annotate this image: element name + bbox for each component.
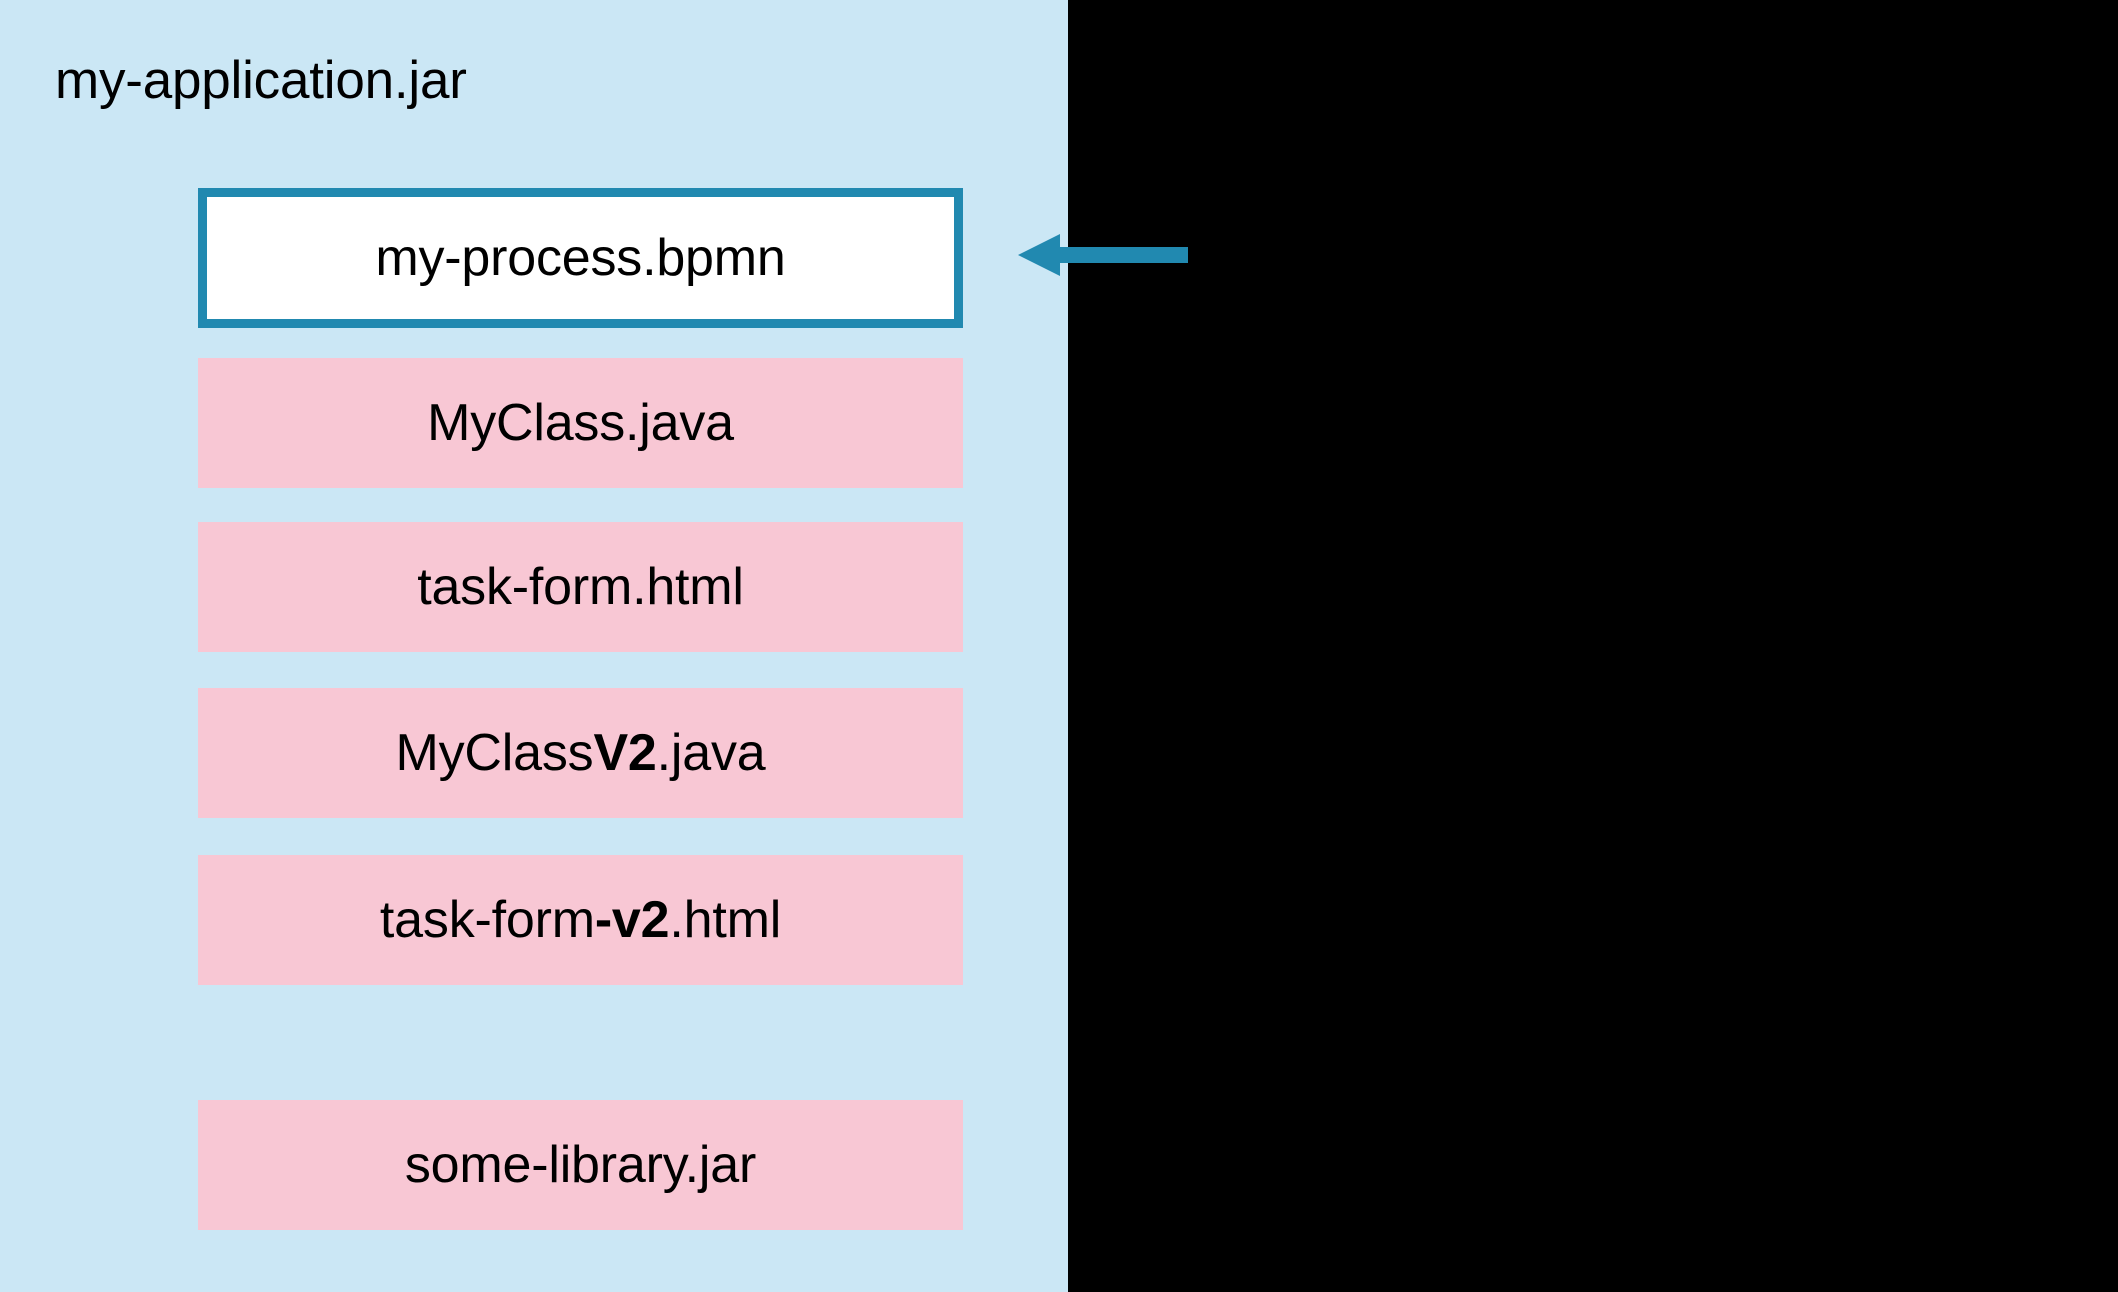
jar-entry-myclassv2-java[interactable]: MyClassV2.java (198, 688, 963, 818)
jar-entry-some-library-jar[interactable]: some-library.jar (198, 1100, 963, 1230)
jar-entry-label-emphasis: V2 (593, 724, 657, 782)
jar-entry-label: some-library.jar (405, 1135, 756, 1195)
jar-entry-task-form-html[interactable]: task-form.html (198, 522, 963, 652)
jar-entry-label-part: .html (669, 891, 782, 949)
jar-entry-my-process-bpmn[interactable]: my-process.bpmn (198, 188, 963, 328)
jar-entry-myclass-java[interactable]: MyClass.java (198, 358, 963, 488)
arrow-left-icon (1018, 234, 1188, 276)
jar-entry-label-part: .java (656, 724, 766, 782)
jar-entry-label-part: my-process.bpmn (375, 229, 786, 287)
jar-entry-label: task-form-v2.html (380, 890, 781, 950)
jar-entry-label: task-form.html (417, 557, 744, 617)
jar-entry-label: MyClassV2.java (395, 723, 765, 783)
jar-entry-label-emphasis: -v2 (594, 891, 670, 949)
jar-archive-title: my-application.jar (55, 51, 467, 110)
jar-entry-label-part: MyClass.java (427, 394, 734, 452)
jar-entry-label-part: task-form (379, 891, 595, 949)
jar-entry-label: MyClass.java (427, 393, 734, 453)
jar-entry-label-part: task-form.html (417, 558, 744, 616)
jar-entry-label-part: some-library.jar (404, 1136, 757, 1194)
jar-entry-task-form-v2-html[interactable]: task-form-v2.html (198, 855, 963, 985)
jar-entry-label-part: MyClass (395, 724, 594, 782)
jar-entry-label: my-process.bpmn (375, 228, 785, 288)
